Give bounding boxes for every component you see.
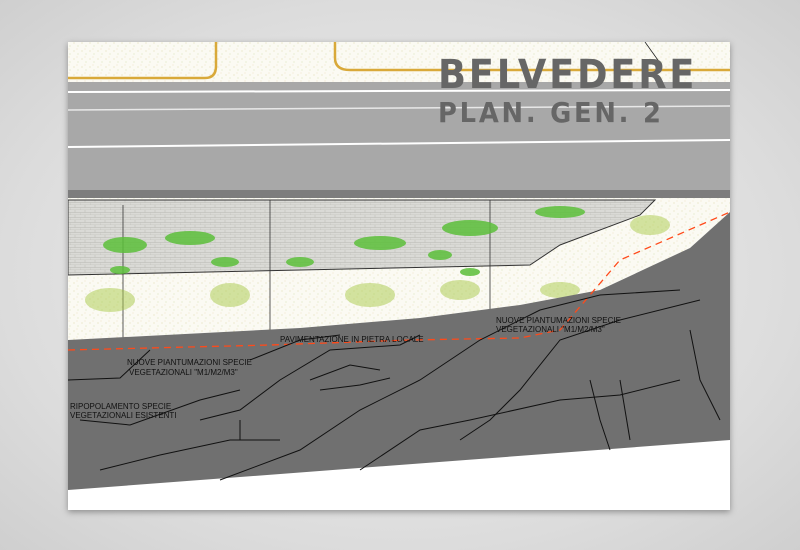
label-repopulation-2: VEGETAZIONALI ESISTENTI <box>70 411 177 420</box>
curb-left <box>68 42 218 80</box>
top-verge <box>68 42 730 82</box>
label-new-planting-left-2: VEGETAZIONALI "M1/M2/M3" <box>129 368 238 377</box>
plan-title: BELVEDERE PLAN. GEN. 2 <box>438 55 720 127</box>
road <box>68 82 730 190</box>
vegetation-clusters <box>103 206 585 276</box>
curb-right <box>333 42 730 72</box>
label-new-planting-right-1: NUOVE PIANTUMAZIONI SPECIE <box>496 316 621 325</box>
terrain-slope <box>68 212 730 490</box>
title-line-1: BELVEDERE <box>438 52 698 98</box>
label-new-planting-left-1: NUOVE PIANTUMAZIONI SPECIE <box>127 358 252 367</box>
plan-sheet: PAVIMENTAZIONE IN PIETRA LOCALE NUOVE PI… <box>68 42 730 510</box>
stone-paving <box>68 199 657 276</box>
label-repopulation-1: RIPOPOLAMENTO SPECIE <box>70 402 171 411</box>
label-new-planting-right-2: VEGETAZIONALI "M1/M2/M3" <box>496 325 605 334</box>
contour-lines <box>68 289 721 481</box>
label-paving: PAVIMENTAZIONE IN PIETRA LOCALE <box>280 335 424 344</box>
site-plan-drawing: PAVIMENTAZIONE IN PIETRA LOCALE NUOVE PI… <box>68 42 730 490</box>
title-line-2: PLAN. GEN. 2 <box>438 96 664 129</box>
